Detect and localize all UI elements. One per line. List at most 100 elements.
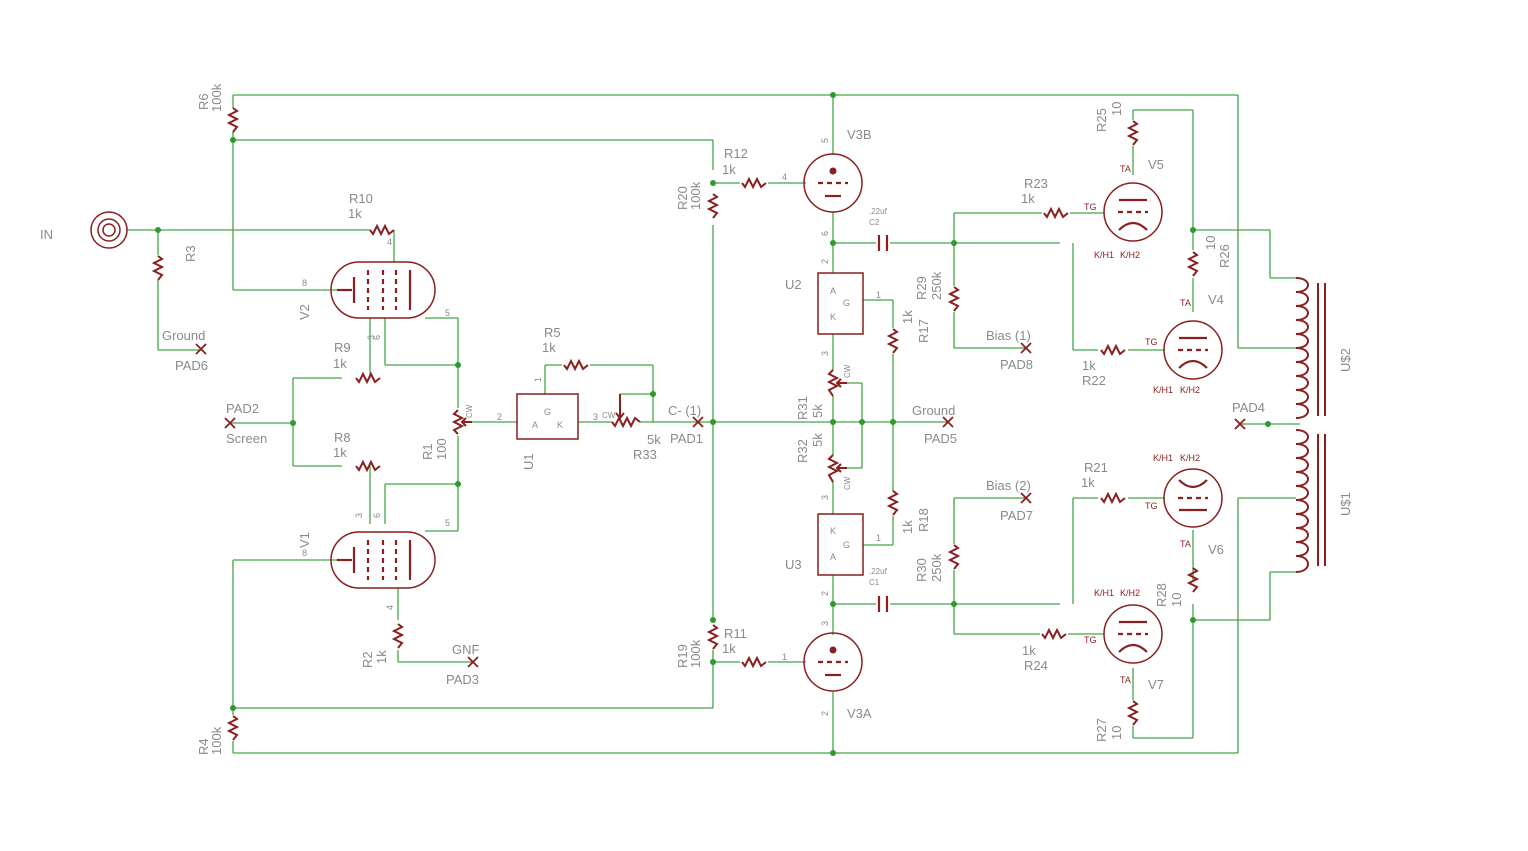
- r5-value: 1k: [542, 340, 556, 355]
- triode-v3b: [802, 152, 864, 214]
- svg-text:3: 3: [820, 621, 830, 626]
- r5-label: R5: [544, 325, 561, 340]
- v7-ta: TA: [1120, 675, 1131, 685]
- pin-numbers: 8 4 3 6 5 8 3 6 5 4 2 3 1 4 1 5 6 2 3 1 …: [302, 138, 881, 716]
- r23-value: 1k: [1021, 191, 1035, 206]
- r20-label: R20: [675, 186, 690, 210]
- r32-cw: CW: [843, 476, 852, 490]
- r28-value: 10: [1169, 593, 1184, 607]
- v5-ta: TA: [1120, 164, 1131, 174]
- u2-label: U2: [785, 277, 802, 292]
- svg-text:1: 1: [533, 377, 543, 382]
- v6-tg: TG: [1145, 501, 1158, 511]
- r9-value: 1k: [333, 356, 347, 371]
- svg-text:1: 1: [876, 533, 881, 543]
- tube-v7: [1102, 603, 1164, 665]
- r4-label: R4: [196, 738, 211, 755]
- v4-kh1: K/H1: [1153, 385, 1173, 395]
- r4-value: 100k: [209, 726, 224, 755]
- us1-label: U$1: [1338, 492, 1353, 516]
- u2-g: G: [843, 298, 850, 308]
- r1-value: 100: [434, 438, 449, 460]
- pad5-label: PAD5: [924, 431, 957, 446]
- r2-label: R2: [360, 651, 375, 668]
- svg-text:2: 2: [820, 259, 830, 264]
- r18-value: 1k: [900, 520, 915, 534]
- r23-label: R23: [1024, 176, 1048, 191]
- svg-text:4: 4: [782, 172, 787, 182]
- svg-text:8: 8: [302, 278, 307, 288]
- v4-label: V4: [1208, 292, 1224, 307]
- v4-tg: TG: [1145, 337, 1158, 347]
- r22-label: R22: [1082, 373, 1106, 388]
- gnf-label: GNF: [452, 642, 480, 657]
- v5-label: V5: [1148, 157, 1164, 172]
- r33-value: 5k: [647, 432, 661, 447]
- c1-label: C1: [869, 578, 880, 587]
- pad4-label: PAD4: [1232, 400, 1265, 415]
- in-label: IN: [40, 227, 53, 242]
- v1-label: V1: [297, 532, 312, 548]
- pad6-label: PAD6: [175, 358, 208, 373]
- c2-value: .22uf: [869, 207, 888, 216]
- r30-label: R30: [914, 558, 929, 582]
- r26-value: 10: [1203, 236, 1218, 250]
- svg-text:6: 6: [372, 513, 382, 518]
- u1-g: G: [544, 407, 551, 417]
- svg-text:3: 3: [820, 495, 830, 500]
- r11-label: R11: [724, 626, 747, 641]
- v4-kh2: K/H2: [1180, 385, 1200, 395]
- svg-text:5: 5: [445, 518, 450, 528]
- r12-label: R12: [724, 146, 748, 161]
- pad-markers: [195, 342, 1246, 668]
- tube-v6: [1162, 467, 1224, 529]
- svg-text:3: 3: [366, 335, 376, 340]
- v7-tg: TG: [1084, 635, 1097, 645]
- pad7-label: PAD7: [1000, 508, 1033, 523]
- tube-v5: [1102, 181, 1164, 243]
- r28-label: R28: [1154, 583, 1169, 607]
- c1-value: .22uf: [869, 567, 888, 576]
- r25-label: R25: [1094, 108, 1109, 132]
- v6-kh1: K/H1: [1153, 453, 1173, 463]
- v7-label: V7: [1148, 677, 1164, 692]
- tube-pin-labels: TA TG K/H1 K/H2 TA TG K/H1 K/H2 K/H1 K/H…: [1084, 164, 1200, 685]
- v6-kh2: K/H2: [1180, 453, 1200, 463]
- v4-ta: TA: [1180, 298, 1191, 308]
- svg-text:1: 1: [876, 290, 881, 300]
- r27-label: R27: [1094, 718, 1109, 742]
- r32-value: 5k: [810, 433, 825, 447]
- r18-label: R18: [916, 508, 931, 532]
- r10-value: 1k: [348, 206, 362, 221]
- r9-label: R9: [334, 340, 351, 355]
- svg-text:4: 4: [385, 605, 395, 610]
- ic-pin-labels: G A K A G K K G A: [532, 286, 850, 562]
- pad1-label: PAD1: [670, 431, 703, 446]
- transformer-us1: [1295, 429, 1326, 573]
- v2-label: V2: [297, 304, 312, 320]
- triode-v3a: [802, 631, 864, 693]
- svg-text:2: 2: [820, 591, 830, 596]
- svg-text:5: 5: [820, 138, 830, 143]
- r11-value: 1k: [722, 641, 736, 656]
- r22-value: 1k: [1082, 358, 1096, 373]
- svg-text:2: 2: [497, 412, 502, 422]
- v3b-label: V3B: [847, 127, 872, 142]
- v6-ta: TA: [1180, 539, 1191, 549]
- u2-a: A: [830, 286, 836, 296]
- tube-v4: [1162, 319, 1224, 381]
- cw-labels: CW CW CW CW: [465, 364, 852, 490]
- transformer-us2: [1295, 277, 1326, 419]
- r24-label: R24: [1024, 658, 1048, 673]
- u2-k: K: [830, 312, 836, 322]
- r31-cw: CW: [843, 364, 852, 378]
- pentode-v1: [330, 531, 436, 589]
- svg-text:6: 6: [372, 335, 382, 340]
- v6-label: V6: [1208, 542, 1224, 557]
- svg-text:3: 3: [354, 513, 364, 518]
- r21-label: R21: [1084, 460, 1108, 475]
- svg-text:5: 5: [445, 308, 450, 318]
- cminus-label: C- (1): [668, 403, 701, 418]
- r1-cw: CW: [465, 404, 474, 418]
